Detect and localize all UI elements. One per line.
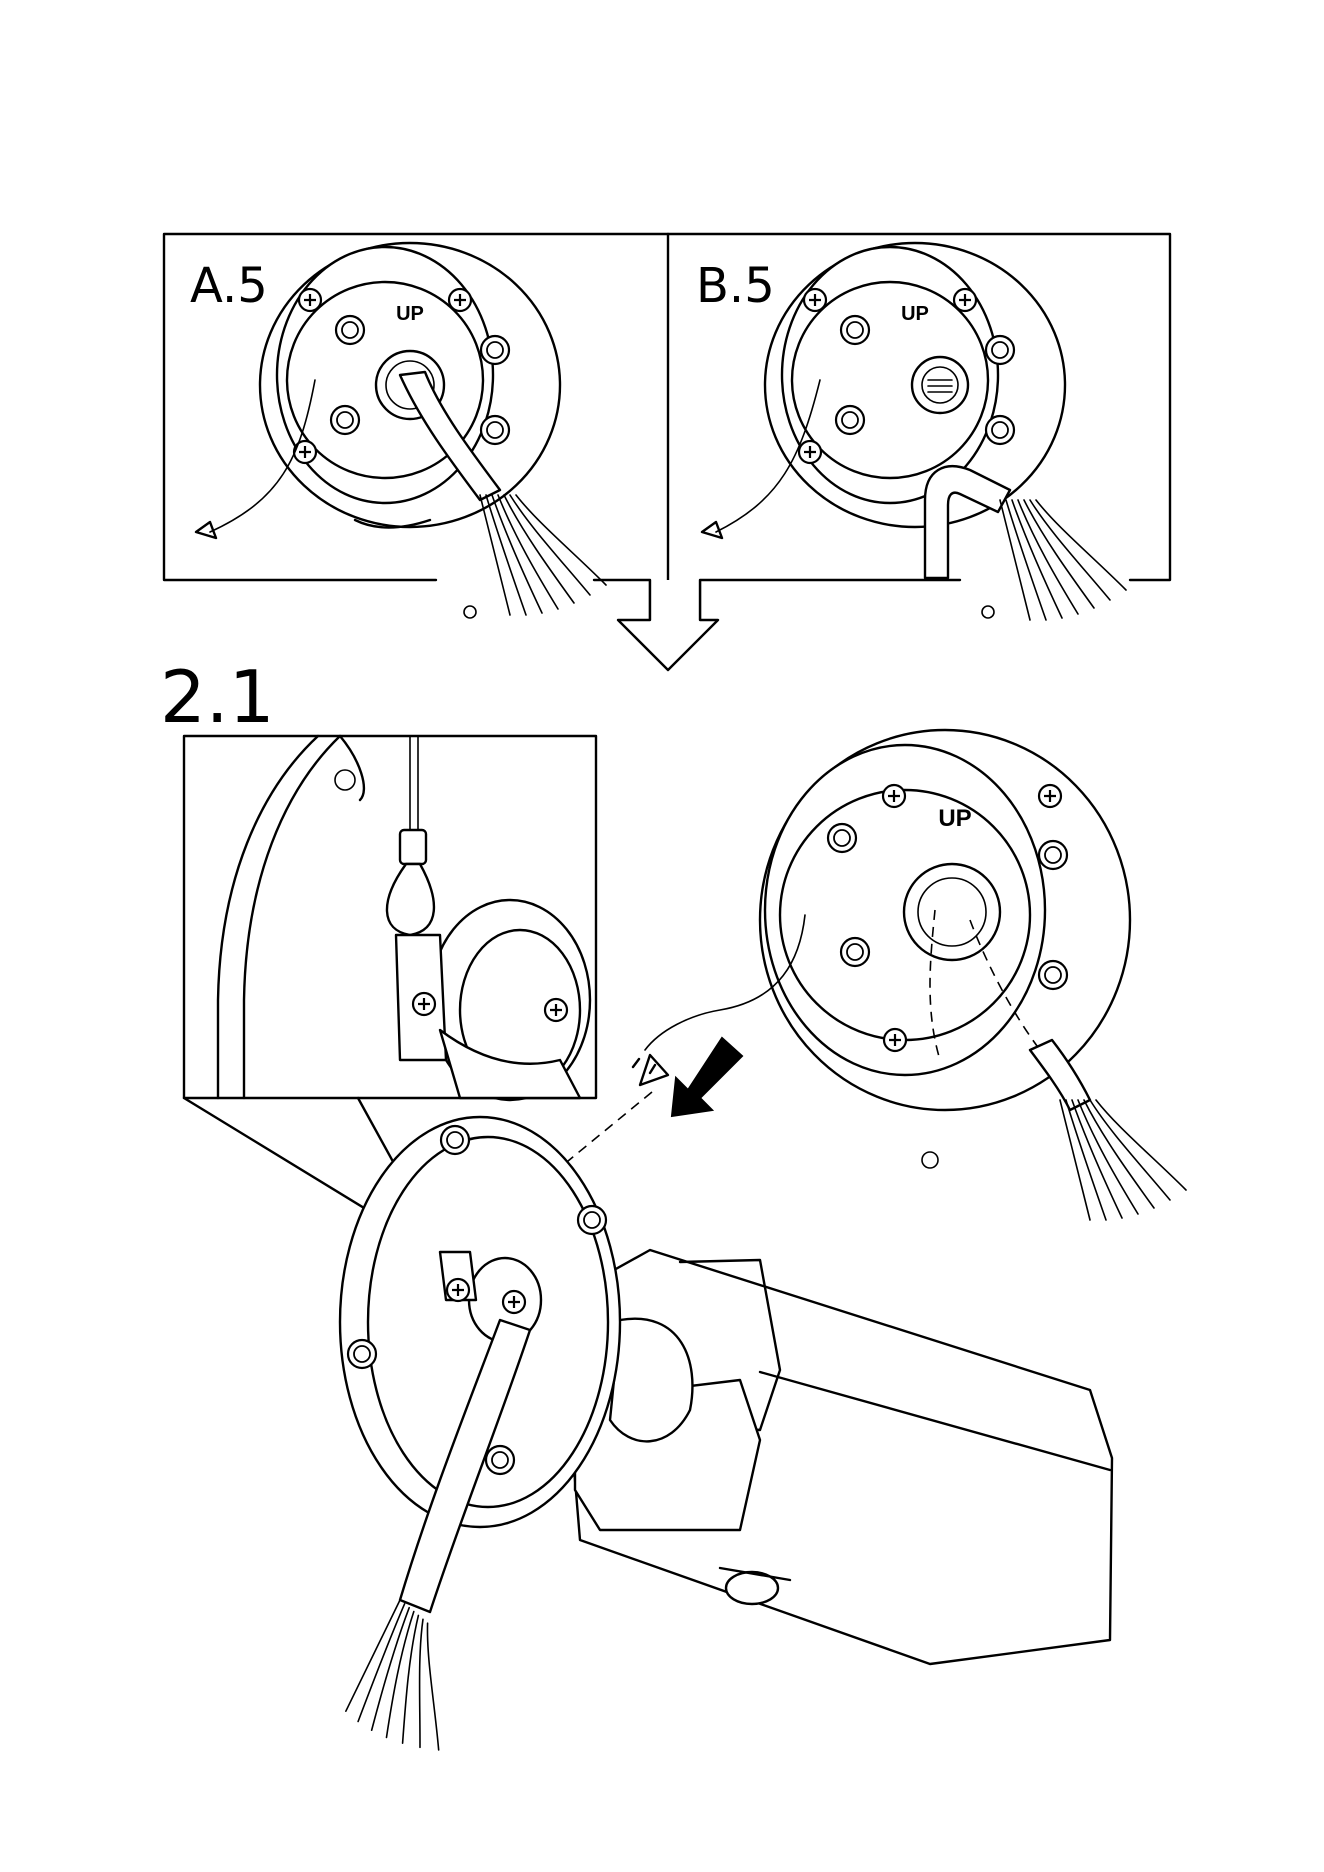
junction-box-step: UP [633,730,1186,1220]
camera-assembly [323,1117,1112,1773]
diagonal-arrow-icon [672,1038,742,1116]
step-label: 2.1 [160,655,275,739]
up-mark-step: UP [938,805,971,832]
panel-b-label: B.5 [696,258,775,314]
panel-a-label: A.5 [190,258,268,314]
up-mark-a: UP [396,303,424,325]
up-mark-b: UP [901,303,929,325]
down-arrow-icon [618,580,718,670]
